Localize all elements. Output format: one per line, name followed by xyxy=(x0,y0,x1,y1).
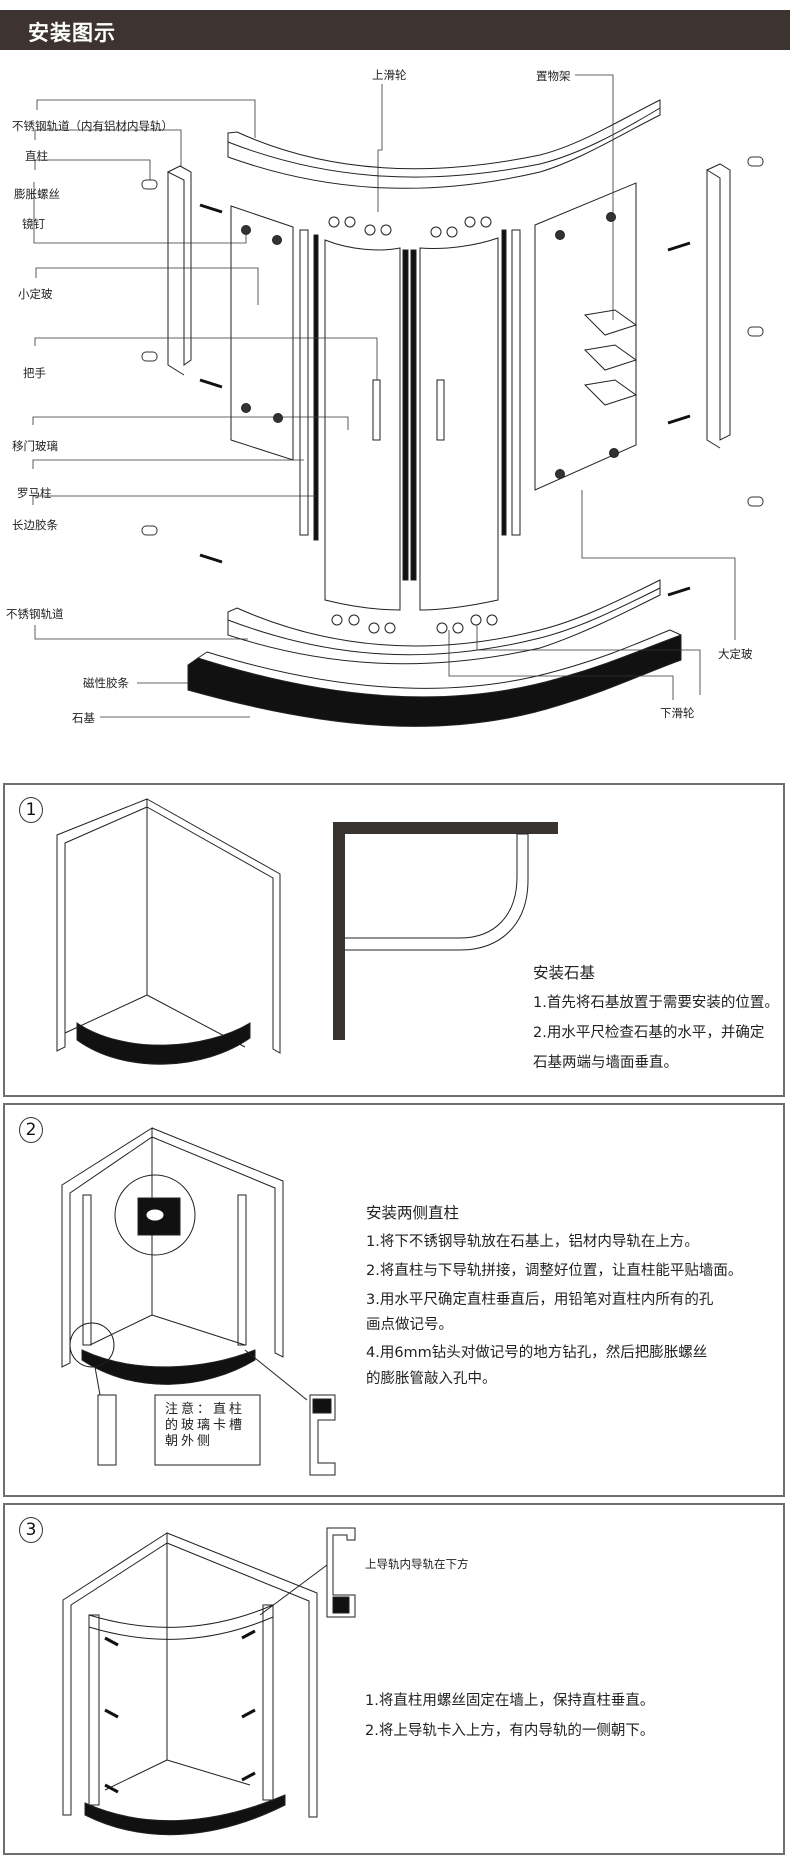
label-roman-post: 罗马柱 xyxy=(17,486,52,500)
expansion-screw xyxy=(141,179,158,190)
stone-base xyxy=(187,634,682,727)
label-bottom-track: 不锈钢轨道 xyxy=(6,607,64,621)
large-fixed-glass xyxy=(534,182,637,491)
step-1-title: 安装石基 xyxy=(533,964,596,982)
step-1-panel: 1 安装石基 1.首先将石基放置于需要安装的位置。 2.用水平尺检查石基的水平，… xyxy=(3,783,785,1097)
label-mirror-nail: 镜钉 xyxy=(22,217,45,231)
top-rail-callout: 上导轨内导轨在下方 xyxy=(365,1557,469,1571)
exploded-diagram-drawing xyxy=(32,74,764,727)
step-3-line: 2.将上导轨卡入上方，有内导轨的一侧朝下。 xyxy=(365,1723,655,1739)
left-post xyxy=(166,165,192,366)
step-number: 1 xyxy=(19,797,43,823)
exploded-diagram: 不锈钢轨道（内有铝材内导轨） 直柱 膨胀螺丝 镜钉 小定玻 把手 移门玻璃 罗马… xyxy=(0,60,790,760)
label-large-fixed-glass: 大定玻 xyxy=(718,647,753,661)
step-number: 3 xyxy=(19,1517,43,1543)
step-2-panel: 2 注意：直柱 的玻璃卡槽 朝外侧 安装两侧直柱 1.将下不锈钢导轨放在石基上，… xyxy=(3,1103,785,1497)
label-magnetic-strip: 磁性胶条 xyxy=(83,676,129,690)
section-header: 安装图示 xyxy=(0,10,790,50)
sliding-door-left xyxy=(324,239,401,611)
top-track xyxy=(227,99,661,189)
step-1-line: 石基两端与墙面垂直。 xyxy=(533,1055,678,1071)
section-title: 安装图示 xyxy=(28,21,116,45)
step-number: 2 xyxy=(19,1117,43,1143)
left-roman-post xyxy=(299,229,309,536)
label-post: 直柱 xyxy=(25,149,48,163)
handle-left xyxy=(372,379,381,441)
step-3-panel: 3 上导轨内导轨在下方 1.将直柱用螺丝固定在墙上，保持直柱垂直。 2.将上导轨… xyxy=(3,1503,785,1855)
label-small-fixed-glass: 小定玻 xyxy=(18,287,53,301)
bottom-track xyxy=(227,579,661,665)
step-3-drawing xyxy=(62,1527,356,1836)
label-sliding-glass: 移门玻璃 xyxy=(12,439,58,453)
label-bottom-roller: 下滑轮 xyxy=(660,706,695,720)
step-2-line: 画点做记号。 xyxy=(366,1317,453,1333)
label-expansion-screw: 膨胀螺丝 xyxy=(14,187,60,201)
post-orientation-note: 注意：直柱 的玻璃卡槽 朝外侧 xyxy=(165,1402,246,1449)
label-shelf: 置物架 xyxy=(536,69,571,83)
small-fixed-glass xyxy=(230,205,294,461)
step-3-line: 1.将直柱用螺丝固定在墙上，保持直柱垂直。 xyxy=(365,1693,655,1709)
handle-right xyxy=(436,379,445,441)
step-2-title: 安装两侧直柱 xyxy=(366,1204,460,1222)
label-top-track: 不锈钢轨道（内有铝材内导轨） xyxy=(12,119,173,133)
shelf xyxy=(583,309,638,336)
step-2-drawing xyxy=(61,1127,336,1476)
step-1-line: 2.用水平尺检查石基的水平，并确定 xyxy=(533,1025,765,1041)
sliding-door-right xyxy=(419,237,499,611)
step-1-drawing xyxy=(56,798,558,1065)
label-top-roller: 上滑轮 xyxy=(372,68,407,82)
step-2-line: 3.用水平尺确定直柱垂直后，用铅笔对直柱内所有的孔 xyxy=(366,1292,714,1308)
label-long-strip: 长边胶条 xyxy=(12,518,58,532)
label-stone-base: 石基 xyxy=(72,711,95,725)
step-2-line: 1.将下不锈钢导轨放在石基上，铝材内导轨在上方。 xyxy=(366,1234,699,1250)
step-1-line: 1.首先将石基放置于需要安装的位置。 xyxy=(533,995,779,1011)
step-2-line: 的膨胀管敲入孔中。 xyxy=(366,1371,497,1387)
right-post xyxy=(705,163,731,441)
label-handle: 把手 xyxy=(23,366,46,380)
step-2-line: 2.将直柱与下导轨拼接，调整好位置，让直柱能平贴墙面。 xyxy=(366,1263,743,1279)
step-2-line: 4.用6mm钻头对做记号的地方钻孔，然后把膨胀螺丝 xyxy=(366,1345,708,1361)
